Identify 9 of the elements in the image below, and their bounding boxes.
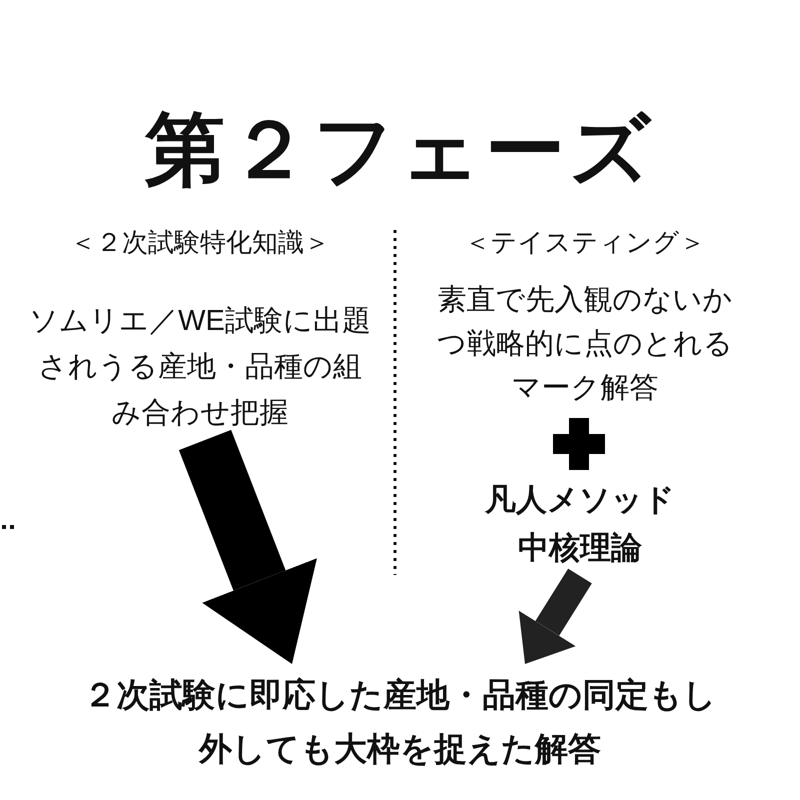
result-text: ２次試験に即応した産地・品種の同定もし外しても大枠を捉えた解答 <box>82 675 718 769</box>
section-heading: ＜２次試験特化知識＞ <box>69 226 331 259</box>
body-text: ソムリエ／WE試験に出題されうる産地・品種の組み合わせ把握 <box>28 304 372 431</box>
arrow <box>518 568 592 664</box>
method-text: 凡人メソッド中核理論 <box>484 481 676 567</box>
body-text: 素直で先入観のないかつ戦略的に点のとれるマーク解答 <box>436 283 734 406</box>
title: 第２フェーズ <box>145 104 655 196</box>
arrow <box>178 430 317 664</box>
section-heading: ＜テイスティング＞ <box>464 226 706 259</box>
